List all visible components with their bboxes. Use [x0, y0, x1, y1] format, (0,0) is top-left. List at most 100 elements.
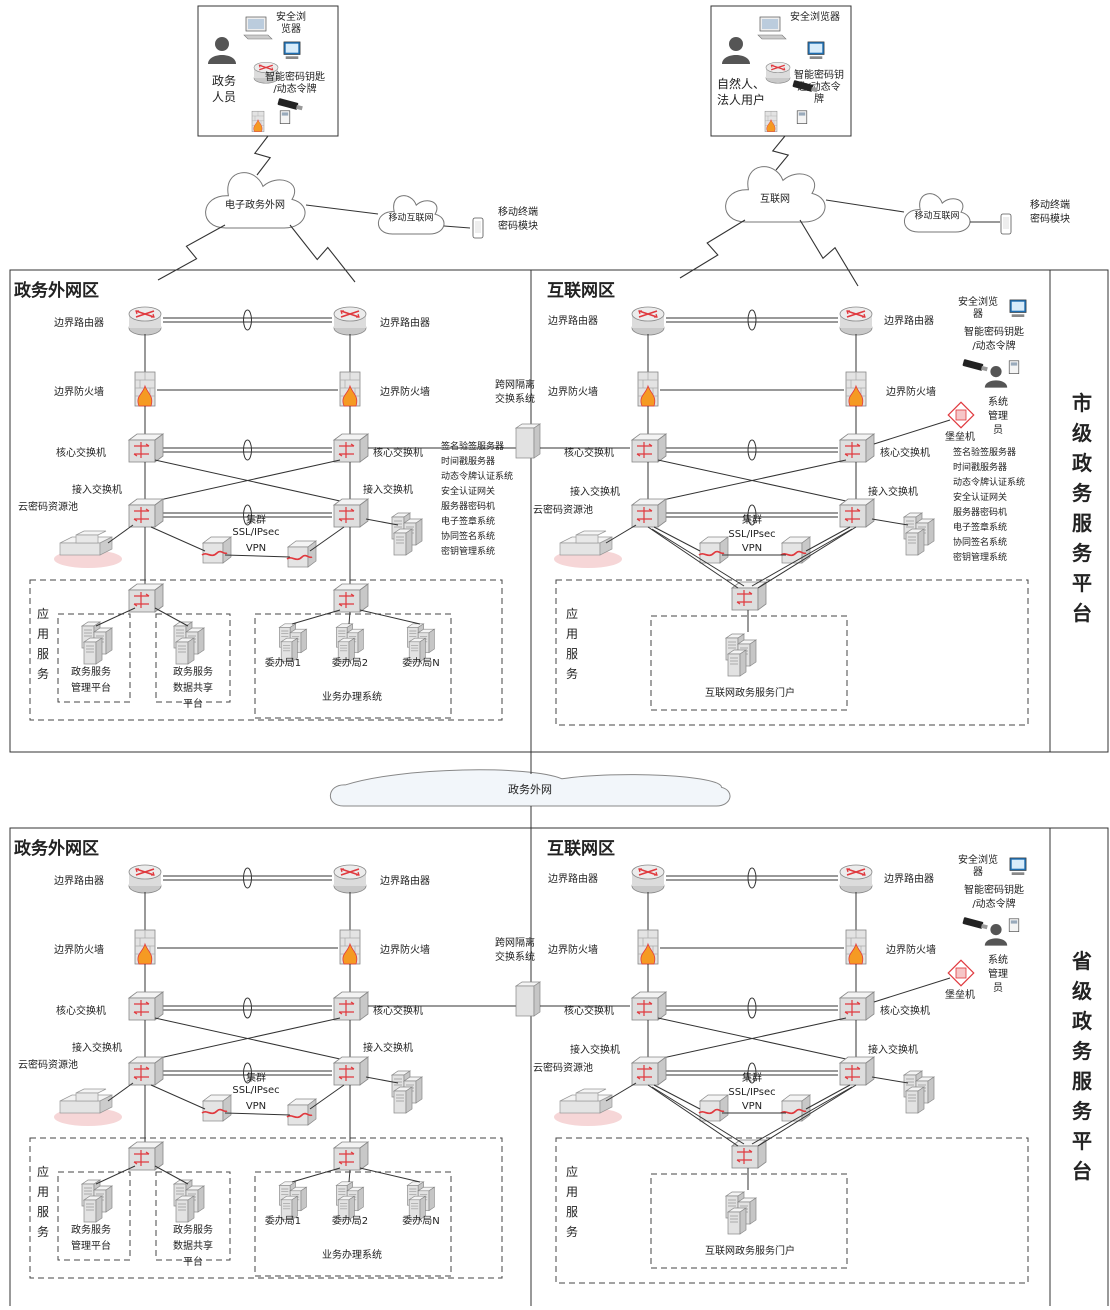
- egov-network-cloud: [329, 769, 731, 807]
- official-token-label: 智能密码钥匙/动态令牌: [265, 70, 325, 95]
- connection-line: [805, 1084, 851, 1110]
- link-aggregation-mark: [243, 867, 252, 889]
- platform-2-bureau1-servers: [279, 1182, 306, 1220]
- platform-2-left-core-label-2: 核心交换机: [373, 1004, 423, 1017]
- platform-1-right-firewall-1: [637, 371, 659, 407]
- platform-2-portal-label: 互联网政务服务门户: [705, 1244, 795, 1257]
- platform-1-biz-system-label: 业务办理系统: [322, 690, 382, 703]
- platform-1-right-crypto-pool-label: 云密码资源池: [533, 503, 593, 516]
- platform-2-cross-network-gateway: [515, 981, 541, 1017]
- official-browser-label: 安全浏览器: [276, 10, 306, 35]
- platform-1-left-edge-router-label-2: 边界路由器: [380, 316, 430, 329]
- platform-1-right-access-switch-1: [631, 498, 667, 528]
- connection-line: [150, 1084, 206, 1110]
- platform-2-right-cluster-label: 集群: [742, 1071, 762, 1084]
- platform-2-right-firewall-label-1: 边界防火墙: [548, 943, 598, 956]
- platform-2-admin-token-label: 智能密码钥匙/动态令牌: [964, 883, 1024, 910]
- link-aggregation-mark: [747, 504, 757, 526]
- connection-line: [107, 1082, 134, 1102]
- platform-1-left-service-4: 服务器密码机: [441, 500, 495, 512]
- platform-2-right-crypto-pool-hsm: [559, 1088, 613, 1114]
- connection-line: [224, 1112, 291, 1116]
- platform-2-right-vpn-1: [698, 1094, 729, 1122]
- connection-line: [605, 1082, 637, 1102]
- platform-1-admin-monitor-icon: [1009, 299, 1027, 318]
- platform-2-right-edge-router-2: [839, 864, 873, 894]
- platform-2-frame: [9, 827, 1109, 1310]
- mobile-link: [443, 225, 471, 229]
- connection-line: [871, 518, 909, 526]
- internet-cloud: [725, 166, 826, 223]
- platform-1-right-service-4: 服务器密码机: [953, 506, 1007, 518]
- platform-2-app-mgmt-servers: [82, 1180, 112, 1222]
- connection-line: [154, 607, 189, 627]
- platform-1-right-access-label-2: 接入交换机: [868, 485, 918, 498]
- platform-1-left-app-switch-1: [128, 583, 164, 613]
- platform-1-app-mgmt-box: [57, 613, 131, 703]
- platform-2-left-cluster-label: 集群: [246, 1071, 266, 1084]
- platform-1-left-crypto-pool-hsm: [59, 530, 113, 556]
- wireless-link: [679, 219, 746, 279]
- platform-2-right-edge-router-label-2: 边界路由器: [884, 872, 934, 885]
- platform-1-right-app-label: 应用服务: [566, 606, 578, 681]
- platform-2-right-crypto-pool-label: 云密码资源池: [533, 1061, 593, 1074]
- link-aggregation-mark: [243, 439, 252, 461]
- mobile-internet-cloud-right-label: 移动互联网: [914, 209, 959, 221]
- client-firewall-icon: [764, 110, 778, 132]
- platform-1-app-mgmt-label: 政务服务管理平台: [71, 665, 111, 694]
- connection-line: [150, 526, 206, 552]
- platform-1-right-firewall-2: [845, 371, 867, 407]
- connection-line: [95, 1165, 136, 1185]
- platform-1-right-service-6: 协同签名系统: [953, 536, 1007, 548]
- platform-2-right-core-label-2: 核心交换机: [880, 1004, 930, 1017]
- platform-1-admin-token-icon: [1008, 360, 1020, 375]
- connection-line: [95, 607, 136, 627]
- platform-2-portal-box: [650, 1173, 848, 1269]
- platform-1-app-mgmt-servers: [82, 622, 112, 664]
- platform-1-right-app-area: [555, 579, 1029, 726]
- connection-line: [365, 518, 399, 526]
- connection-line: [107, 524, 134, 544]
- link-aggregation-mark: [747, 439, 757, 461]
- egov-extranet-cloud: [205, 172, 306, 229]
- link-aggregation-mark: [243, 309, 252, 331]
- platform-1-app-data-servers: [174, 622, 204, 664]
- connection-line: [365, 1076, 399, 1084]
- platform-1-left-service-7: 密钥管理系统: [441, 545, 495, 557]
- platform-1-right-service-1: 时间戳服务器: [953, 461, 1007, 473]
- platform-1-left-edge-router-2: [333, 306, 367, 336]
- platform-1-admin-label: 系统管理员: [988, 395, 1008, 436]
- mobile-module-label-left: 移动终端密码模块: [498, 205, 538, 232]
- platform-2-right-edge-router-label-1: 边界路由器: [548, 872, 598, 885]
- platform-1-right-vpn-label-2: VPN: [742, 543, 762, 554]
- platform-2-right-core-label-1: 核心交换机: [564, 1004, 614, 1017]
- platform-1-right-core-switch-1: [631, 433, 667, 463]
- platform-2-right-firewall-2: [845, 929, 867, 965]
- connection-line: [647, 1084, 739, 1147]
- link-aggregation-mark: [243, 1062, 252, 1084]
- platform-2-admin-label: 系统管理员: [988, 953, 1008, 994]
- client-router-icon: [765, 61, 791, 84]
- connection-line: [291, 609, 341, 625]
- platform-2-app-data-box: [155, 1171, 231, 1261]
- platform-1-left-access-switch-1: [128, 498, 164, 528]
- platform-2-left-access-switch-1: [128, 1056, 164, 1086]
- platform-2-left-app-area: [29, 1137, 503, 1279]
- platform-1-right-service-2: 动态令牌认证系统: [953, 476, 1025, 488]
- platform-1-right-edge-router-1: [631, 306, 665, 336]
- platform-2-right-core-switch-1: [631, 991, 667, 1021]
- platform-1-left-vpn-label-2: VPN: [246, 543, 266, 554]
- platform-2-left-access-label-1: 接入交换机: [72, 1041, 122, 1054]
- platform-1-right-zone-title: 互联网区: [547, 281, 615, 301]
- platform-1-right-core-label-2: 核心交换机: [880, 446, 930, 459]
- connection-line: [154, 1165, 189, 1185]
- platform-2-gateway-label: 跨网隔离交换系统: [495, 936, 535, 963]
- connection-line: [657, 459, 847, 502]
- mobile-internet-cloud-right: [903, 193, 971, 233]
- link-aggregation-mark: [747, 309, 757, 331]
- public-browser-label: 安全浏览器: [790, 10, 840, 23]
- platform-1-left-service-1: 时间戳服务器: [441, 455, 495, 467]
- connection-line: [291, 1167, 341, 1183]
- platform-1-left-core-label-1: 核心交换机: [56, 446, 106, 459]
